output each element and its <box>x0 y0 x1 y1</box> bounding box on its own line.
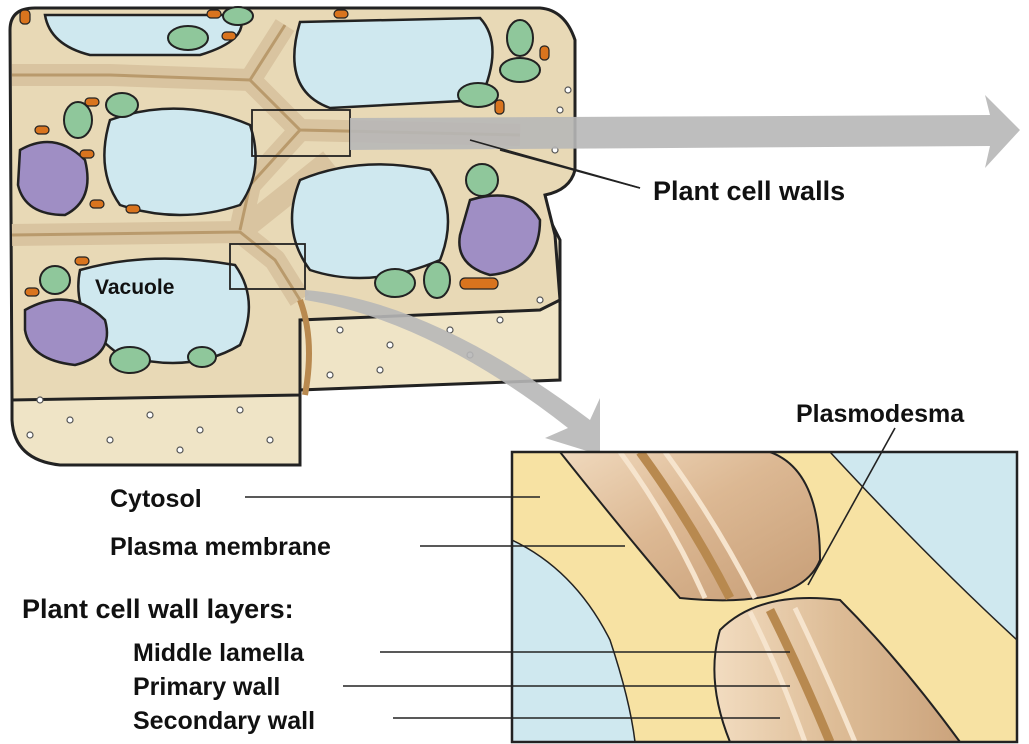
chloroplast <box>168 26 208 50</box>
label-middle-lamella: Middle lamella <box>133 639 305 667</box>
mitochondrion <box>334 10 348 18</box>
nucleus <box>18 142 88 215</box>
mitochondrion <box>85 98 99 106</box>
chloroplast <box>64 102 92 138</box>
chloroplast <box>424 262 450 298</box>
vacuole <box>45 15 242 55</box>
cell-tissue-block <box>10 7 575 465</box>
mitochondrion <box>222 32 236 40</box>
mitochondrion <box>25 288 39 296</box>
chloroplast <box>375 269 415 297</box>
label-secondary-wall: Secondary wall <box>133 707 315 735</box>
label-plant-cell-walls: Plant cell walls <box>653 176 845 206</box>
label-plasmodesma: Plasmodesma <box>796 400 965 428</box>
label-plasma-membrane: Plasma membrane <box>110 533 331 561</box>
mitochondrion <box>75 257 89 265</box>
chloroplast <box>40 266 70 294</box>
label-vacuole: Vacuole <box>95 276 174 299</box>
label-primary-wall: Primary wall <box>133 673 280 701</box>
chloroplast <box>458 83 498 107</box>
vacuole <box>292 164 448 278</box>
chloroplast <box>188 347 216 367</box>
label-cytosol: Cytosol <box>110 485 202 513</box>
vacuole <box>104 109 255 215</box>
mitochondrion <box>207 10 221 18</box>
mitochondrion <box>126 205 140 213</box>
mitochondrion <box>20 10 30 24</box>
chloroplast <box>466 164 498 196</box>
chloroplast <box>500 58 540 82</box>
chloroplast <box>106 93 138 117</box>
chloroplast <box>110 347 150 373</box>
mitochondrion <box>495 100 504 114</box>
chloroplast <box>223 7 253 25</box>
mitochondrion <box>35 126 49 134</box>
mitochondrion <box>80 150 94 158</box>
cell-wall-detail-inset <box>512 452 1017 742</box>
mitochondrion <box>460 278 498 289</box>
mitochondrion <box>540 46 549 60</box>
chloroplast <box>507 20 533 56</box>
mitochondrion <box>90 200 104 208</box>
label-plant-cell-wall-layers: Plant cell wall layers: <box>22 594 294 624</box>
